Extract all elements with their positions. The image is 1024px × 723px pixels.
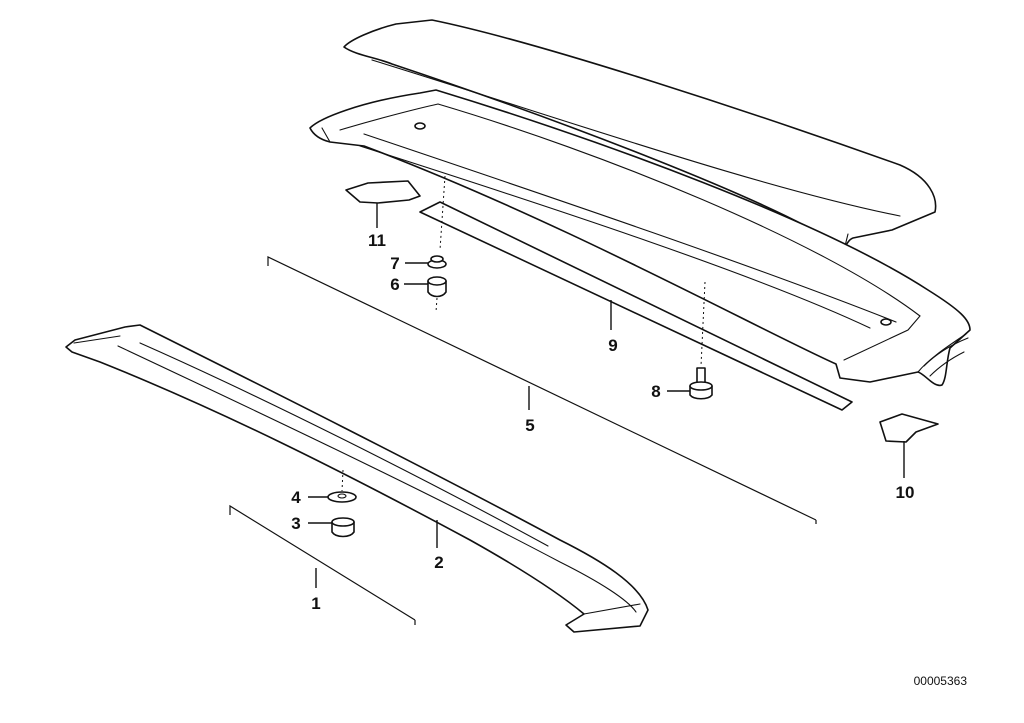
part-11-pad xyxy=(345,180,421,204)
spoiler-body xyxy=(309,89,971,387)
part-8-bolt xyxy=(689,367,713,400)
callout-2: 2 xyxy=(434,553,443,572)
part-6-nut xyxy=(427,276,447,298)
callout-4: 4 xyxy=(291,488,301,507)
part-10-pad xyxy=(879,413,939,443)
callout-6: 6 xyxy=(390,275,399,294)
bracket-assembly-1 xyxy=(229,504,416,621)
callout-3: 3 xyxy=(291,514,300,533)
callout-1: 1 xyxy=(311,594,320,613)
part-4-washer xyxy=(327,491,357,503)
part-7-nut xyxy=(427,255,447,269)
callout-5: 5 xyxy=(525,416,534,435)
spoiler-top-cover xyxy=(343,19,937,248)
callout-11: 11 xyxy=(368,231,386,250)
callout-7: 7 xyxy=(390,254,399,273)
part-3-nut xyxy=(331,517,355,538)
part-2-lower-lip xyxy=(65,324,649,633)
drawing-number: 00005363 xyxy=(914,674,968,688)
callout-8: 8 xyxy=(651,382,660,401)
callout-10: 10 xyxy=(896,483,915,502)
bracket-assembly-5 xyxy=(267,256,817,521)
part-9-strip xyxy=(419,201,853,411)
callout-9: 9 xyxy=(608,336,617,355)
